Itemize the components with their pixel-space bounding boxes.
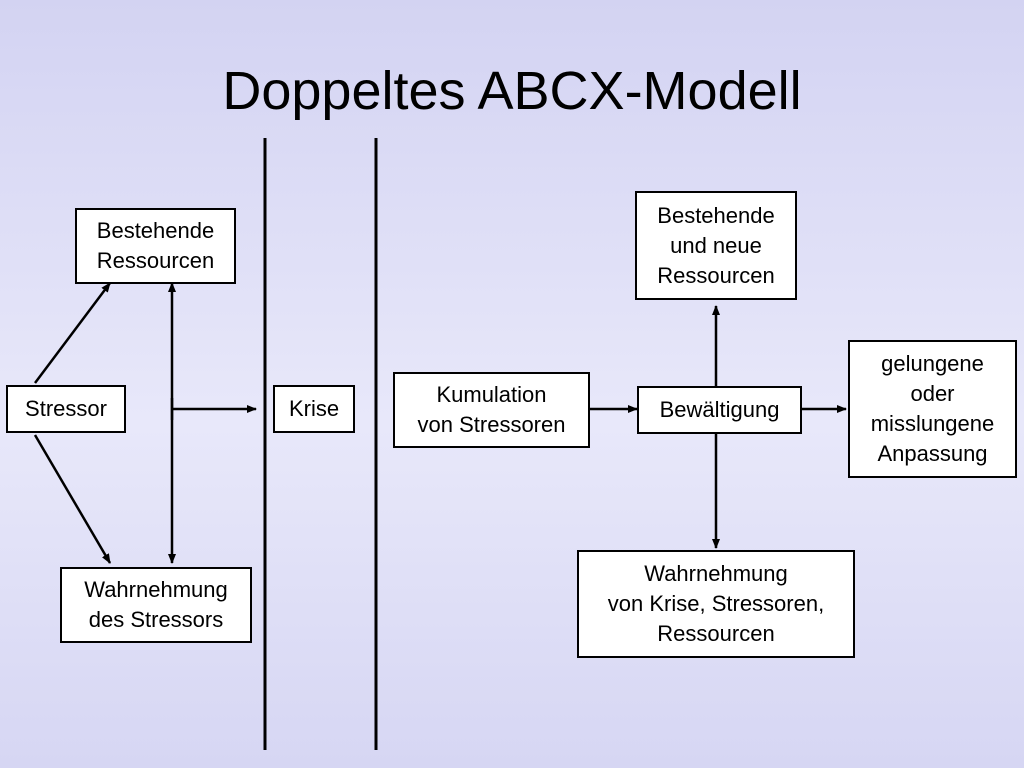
- node-text-line: Bestehende: [657, 202, 775, 228]
- node-text-line: und neue: [670, 232, 762, 258]
- node-text-line: von Krise, Stressoren,: [607, 591, 825, 616]
- node-text-line: oder: [910, 381, 955, 406]
- node-text-line: Ressourcen: [96, 248, 215, 273]
- node-text-line: Wahrnehmung: [644, 561, 788, 586]
- arrow-stressor-to-perception: [33, 434, 112, 564]
- node-stressor-pileup: Kumulation von Stressoren: [393, 372, 590, 448]
- node-crisis: Krise: [273, 385, 355, 433]
- node-text-line: Stressor: [25, 396, 107, 421]
- node-stressor: Stressor: [6, 385, 126, 433]
- node-text-line: Bewältigung: [659, 397, 780, 422]
- node-text-line: Kumulation: [436, 382, 547, 407]
- arrow-stressor-to-resources: [34, 282, 111, 384]
- node-text-line: von Stressoren: [417, 412, 566, 437]
- node-perception-of-stressor: Wahrnehmung des Stressors: [60, 567, 252, 643]
- page-title: Doppeltes ABCX-Modell: [222, 61, 802, 121]
- node-perception-of-crisis-stressors-resources: Wahrnehmung von Krise, Stressoren, Ressour…: [577, 550, 855, 658]
- node-text-line: des Stressors: [88, 607, 224, 632]
- node-text-line: Ressourcen: [657, 621, 775, 646]
- node-text-line: Ressourcen: [657, 262, 775, 288]
- node-text-line: misslungene: [870, 411, 995, 436]
- node-text-line: Bestehende: [96, 218, 215, 243]
- node-text-line: gelungene: [881, 351, 984, 376]
- node-text-line: Wahrnehmung: [84, 577, 228, 602]
- node-text-line: Anpassung: [877, 441, 988, 466]
- node-coping: Bewältigung: [637, 386, 802, 434]
- node-text-line: Krise: [288, 396, 340, 421]
